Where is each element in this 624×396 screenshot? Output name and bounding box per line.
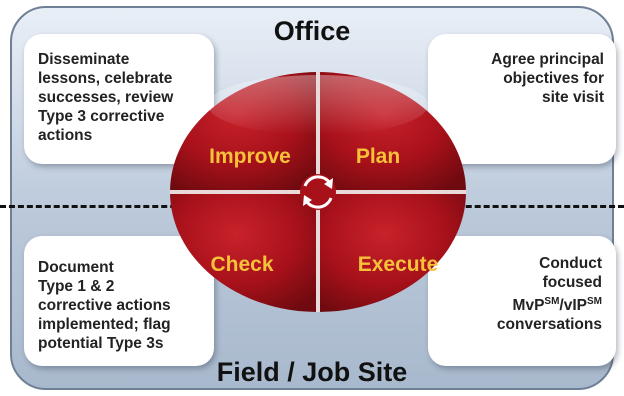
card-plan-text: Agree principal objectives for site visi…	[491, 51, 604, 106]
card-check: Document Type 1 & 2 corrective actions i…	[24, 236, 214, 366]
label-improve: Improve	[209, 145, 291, 168]
mvp-text: MvP	[512, 297, 545, 315]
cycle-arrows-icon	[300, 174, 336, 210]
card-improve: Disseminate lessons, celebrate successes…	[24, 34, 214, 164]
sm-mark-1: SM	[544, 296, 560, 307]
label-plan: Plan	[356, 145, 400, 168]
card-plan: Agree principal objectives for site visi…	[428, 34, 616, 164]
vip-text: /vIP	[559, 297, 587, 315]
office-heading: Office	[273, 16, 351, 46]
card-execute-line1: Conduct	[539, 255, 602, 272]
sm-mark-2: SM	[587, 296, 602, 307]
quadrant-check	[170, 192, 318, 312]
card-check-text: Document Type 1 & 2 corrective actions i…	[38, 259, 171, 352]
card-execute: Conduct focused MvPSM/vIPSM conversation…	[428, 236, 616, 366]
card-improve-text: Disseminate lessons, celebrate successes…	[38, 51, 174, 144]
quadrant-execute	[318, 192, 466, 312]
card-execute-line4: conversations	[496, 316, 602, 334]
label-execute: Execute	[358, 253, 439, 276]
field-heading: Field / Job Site	[216, 357, 408, 387]
label-check: Check	[210, 253, 273, 276]
card-execute-line3: MvPSM/vIPSM	[428, 292, 602, 315]
card-execute-line2: focused	[542, 274, 602, 291]
